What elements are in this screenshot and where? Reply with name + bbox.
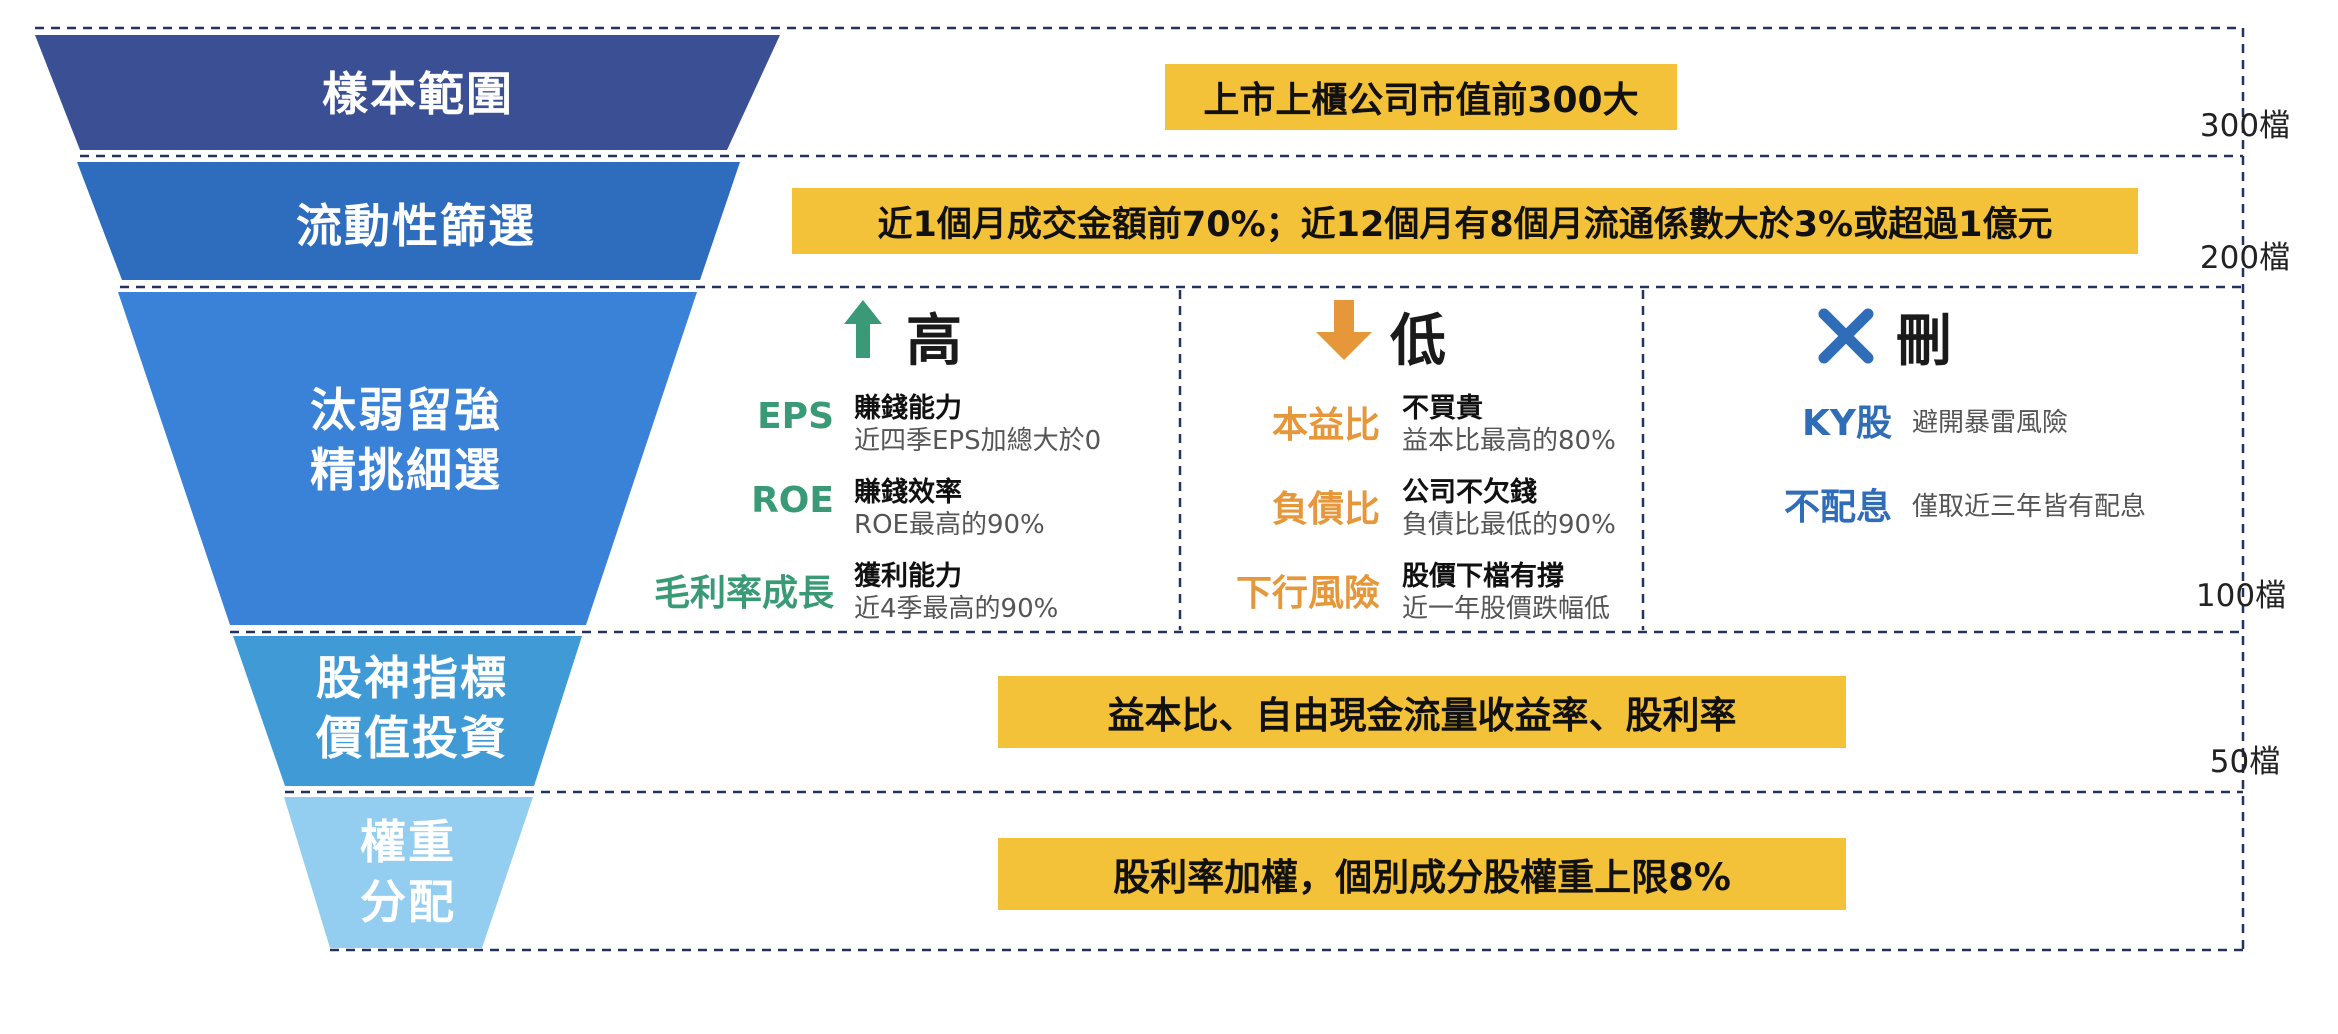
criterion-downside-title: 股價下檔有撐 <box>1402 561 1564 592</box>
stage-label-sample: 樣本範圍 <box>322 67 514 121</box>
count-300: 300檔 <box>2199 108 2291 144</box>
column-heading-high: 高 <box>906 309 962 374</box>
criterion-no-dividend-name: 不配息 <box>1783 487 1892 528</box>
stage-label-weight: 權重 分配 <box>208 812 608 932</box>
stage-label-value-line1: 股神指標 <box>316 651 508 705</box>
box-liquidity: 近1個月成交金額前70%；近12個月有8個月流通係數大於3%或超過1億元 <box>792 188 2138 254</box>
criterion-debt-title: 公司不欠錢 <box>1402 477 1537 508</box>
column-heading-remove: 刪 <box>1896 309 1952 374</box>
criterion-margin-growth-title: 獲利能力 <box>854 561 962 592</box>
box-weighting: 股利率加權，個別成分股權重上限8% <box>998 838 1846 910</box>
arrow-down-icon <box>1316 300 1372 360</box>
stage-label-value-line2: 價值投資 <box>316 711 508 765</box>
criterion-eps-desc: 近四季EPS加總大於0 <box>854 426 1102 456</box>
funnel-segment-value <box>233 636 582 786</box>
stage-label-liquidity: 流動性篩選 <box>296 199 536 253</box>
criterion-roe-name: ROE <box>751 480 834 521</box>
criterion-downside-name: 下行風險 <box>1235 573 1380 614</box>
stage-label-weight-line1: 權重 <box>360 815 456 869</box>
stage-label-screen: 汰弱留強 精挑細選 <box>206 380 606 500</box>
criterion-downside-desc: 近一年股價跌幅低 <box>1402 594 1611 624</box>
criterion-margin-growth-name: 毛利率成長 <box>653 573 834 614</box>
criterion-roe-title: 賺錢效率 <box>854 477 962 508</box>
stage-label-screen-line1: 汰弱留強 <box>310 383 502 437</box>
count-100: 100檔 <box>2195 578 2287 614</box>
count-200: 200檔 <box>2199 240 2291 276</box>
funnel-segment-weight <box>284 797 533 948</box>
cross-icon <box>1818 308 1874 364</box>
criterion-pe-name: 本益比 <box>1271 405 1380 446</box>
criterion-roe-desc: ROE最高的90% <box>854 510 1045 540</box>
criterion-no-dividend-desc: 僅取近三年皆有配息 <box>1912 492 2147 522</box>
arrow-up-icon <box>844 300 882 358</box>
criterion-eps-name: EPS <box>757 396 834 437</box>
funnel-segment-liquidity <box>77 162 740 280</box>
stage-label-value: 股神指標 價值投資 <box>212 648 612 768</box>
criterion-debt-name: 負債比 <box>1271 489 1380 530</box>
stage-label-screen-line2: 精挑細選 <box>310 443 502 497</box>
funnel-segment-screen <box>118 292 697 625</box>
criterion-ky-desc: 避開暴雷風險 <box>1912 408 2069 438</box>
criterion-ky-name: KY股 <box>1802 403 1892 444</box>
criterion-debt-desc: 負債比最低的90% <box>1402 510 1616 540</box>
criterion-pe-desc: 益本比最高的80% <box>1402 426 1616 456</box>
box-value-indicators: 益本比、自由現金流量收益率、股利率 <box>998 676 1846 748</box>
column-heading-low: 低 <box>1390 309 1446 374</box>
stage-label-weight-line2: 分配 <box>360 875 456 929</box>
criterion-margin-growth-desc: 近4季最高的90% <box>854 594 1059 624</box>
box-sample-scope: 上市上櫃公司市值前300大 <box>1165 64 1677 130</box>
criterion-pe-title: 不買貴 <box>1402 393 1483 424</box>
criterion-eps-title: 賺錢能力 <box>854 393 962 424</box>
count-50: 50檔 <box>2209 744 2281 780</box>
funnel-segment-sample <box>35 35 780 150</box>
